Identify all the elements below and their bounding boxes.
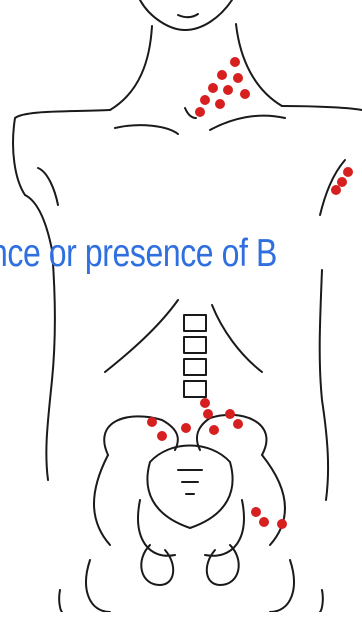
- chin-line: [140, 0, 232, 30]
- clavicle-left: [115, 125, 178, 134]
- pelvis-left-outer: [94, 455, 110, 545]
- para-aortic-iliac-lymph-node: [203, 409, 213, 419]
- cervical-lymph-node: [240, 89, 250, 99]
- hip-right: [320, 590, 323, 612]
- pelvis-right-outer: [262, 455, 285, 545]
- para-aortic-iliac-lymph-node: [209, 425, 219, 435]
- cervical-lymph-node: [200, 95, 210, 105]
- cervical-lymph-node: [233, 73, 243, 83]
- cervical-lymph-node: [223, 85, 233, 95]
- para-aortic-iliac-lymph-node: [181, 423, 191, 433]
- vertebra: [184, 315, 206, 331]
- ribcage-left: [105, 300, 178, 372]
- obturator-right: [207, 545, 239, 585]
- overlay-caption: nce or presence of B: [0, 232, 310, 276]
- cervical-lymph-node: [215, 99, 225, 109]
- torso-right: [320, 270, 328, 500]
- para-aortic-iliac-lymph-node: [157, 431, 167, 441]
- clavicle-right: [210, 116, 285, 130]
- inguinal-lymph-node: [251, 507, 261, 517]
- vertebra: [184, 337, 206, 353]
- shoulder-left: [13, 110, 110, 195]
- iliac-right: [197, 415, 266, 455]
- obturator-left: [141, 545, 173, 585]
- chin-mark: [178, 14, 198, 17]
- armpit-left: [38, 168, 58, 205]
- femur-right: [270, 560, 294, 612]
- shoulder-right: [282, 106, 362, 110]
- axillary-lymph-node: [343, 167, 353, 177]
- vertebra: [184, 359, 206, 375]
- axillary-lymph-node: [337, 177, 347, 187]
- inguinal-lymph-node: [259, 517, 269, 527]
- para-aortic-iliac-lymph-node: [200, 398, 210, 408]
- axillary-lymph-node: [331, 185, 341, 195]
- inguinal-lymph-node: [277, 519, 287, 529]
- cervical-lymph-node: [195, 107, 205, 117]
- cervical-lymph-node: [230, 57, 240, 67]
- sternal-notch: [185, 108, 196, 118]
- sacrum: [147, 446, 232, 529]
- vertebra: [184, 381, 206, 397]
- pubic-left: [138, 500, 175, 556]
- pubic-right: [205, 500, 244, 556]
- para-aortic-iliac-lymph-node: [225, 409, 235, 419]
- torso-left: [46, 250, 55, 480]
- ribcage-right: [212, 305, 262, 372]
- hip-left: [59, 590, 62, 612]
- cervical-lymph-node: [208, 83, 218, 93]
- neck-left: [110, 26, 152, 110]
- cervical-lymph-node: [217, 70, 227, 80]
- para-aortic-iliac-lymph-node: [147, 417, 157, 427]
- para-aortic-iliac-lymph-node: [233, 419, 243, 429]
- femur-left: [86, 560, 110, 612]
